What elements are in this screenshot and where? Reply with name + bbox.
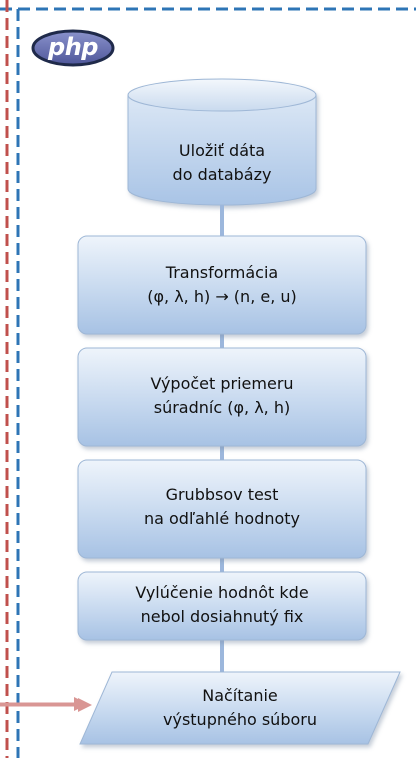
box-grubbs-test <box>77 459 367 559</box>
php-logo-text: php <box>48 33 98 61</box>
box-average-computation <box>77 347 367 447</box>
label-average-computation: Výpočet priemeru súradníc (φ, λ, h) <box>150 374 294 417</box>
label-transformation: Transformácia (φ, λ, h) → (n, e, u) <box>147 263 297 306</box>
php-logo <box>31 29 115 67</box>
label-grubbs-test: Grubbsov test na odľahlé hodnoty <box>143 485 301 528</box>
node-store-database <box>127 78 317 206</box>
box-exclude-no-fix <box>77 571 367 641</box>
label-load-output-file: Načítanie výstupného súboru <box>163 686 317 729</box>
node-load-output-file <box>79 671 401 745</box>
label-exclude-no-fix: Vylúčenie hodnôt kde nebol dosiahnutý fi… <box>135 583 309 626</box>
label-store-database: Uložiť dáta do databázy <box>172 141 272 184</box>
input-arrow-overlay <box>0 698 92 712</box>
box-transformation <box>77 235 367 335</box>
